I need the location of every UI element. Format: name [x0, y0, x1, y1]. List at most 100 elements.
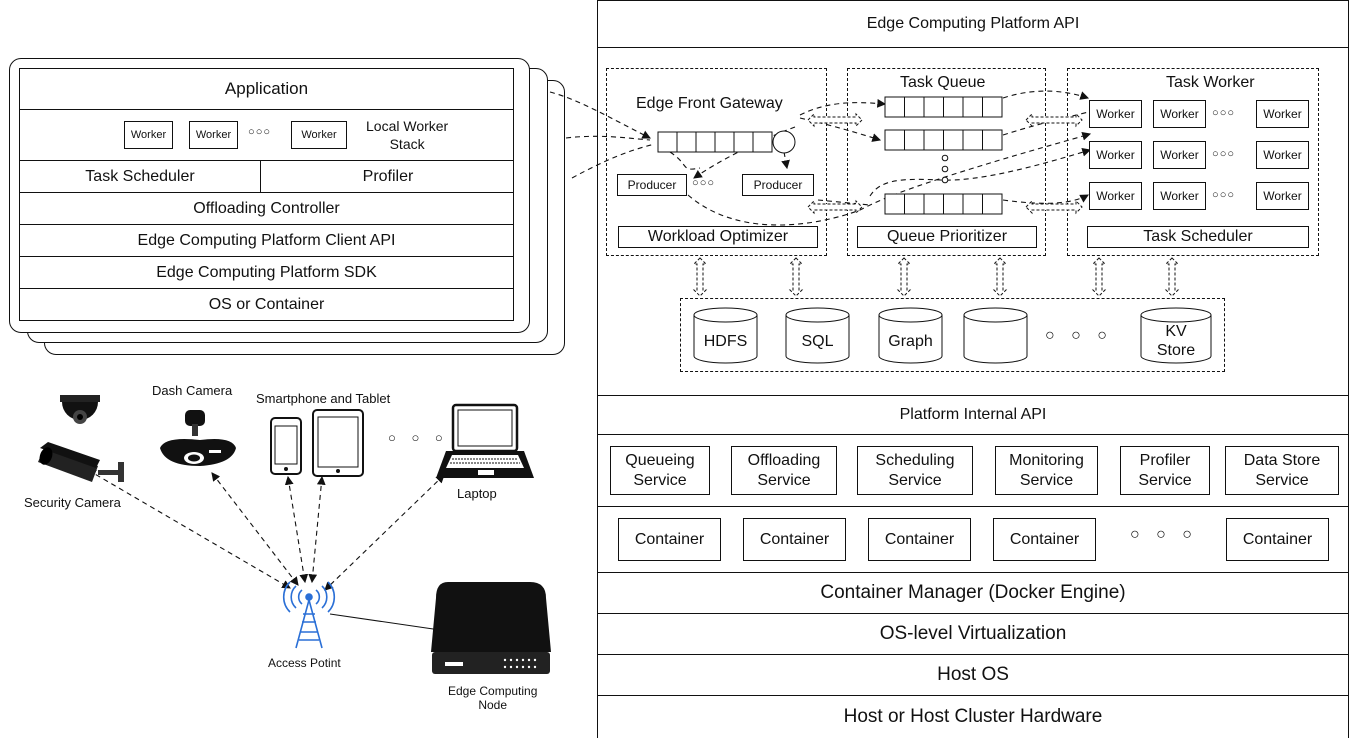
- client-profiler: Profiler: [362, 167, 414, 185]
- local-worker-ellipsis: ○ ○ ○: [248, 126, 270, 138]
- task-worker-label: Task Worker: [1166, 74, 1255, 91]
- server-frame: [597, 0, 1349, 738]
- queue-slot: [676, 131, 697, 153]
- bidirectional-arrow: [807, 112, 863, 128]
- internal-api-layer: Platform Internal API: [597, 395, 1349, 435]
- application-label: Application: [224, 79, 309, 98]
- server-task-scheduler: Task Scheduler: [1087, 226, 1309, 248]
- queue-prioritizer: Queue Prioritizer: [857, 226, 1037, 248]
- worker-box: Worker: [1256, 141, 1309, 169]
- scheduler-profiler-row: Task Scheduler Profiler: [20, 160, 513, 192]
- producer-box: Producer: [617, 174, 687, 196]
- container-manager-layer: Container Manager (Docker Engine): [597, 572, 1349, 613]
- data-store-label: SQL: [801, 332, 834, 350]
- tablet-icon: [312, 409, 364, 477]
- client-inner-stack: Application Worker Worker ○ ○ ○ Worker L…: [19, 68, 514, 321]
- bidirectional-arrow: [992, 257, 1008, 297]
- worker-box: Worker: [1256, 182, 1309, 210]
- smartphone-tablet-label: Smartphone and Tablet: [256, 391, 391, 406]
- queue-slot: [982, 129, 1003, 151]
- bidirectional-arrow: [1025, 112, 1083, 128]
- queue-slot: [904, 96, 925, 118]
- store-ellipsis: ○ ○ ○: [1045, 327, 1113, 344]
- queue-slot: [695, 131, 716, 153]
- producer-box: Producer: [742, 174, 814, 196]
- device-ellipsis: ○ ○ ○: [388, 430, 449, 445]
- data-store-cylinder: HDFS: [693, 307, 758, 364]
- laptop-icon: [436, 403, 534, 478]
- worker-box: Worker: [1153, 100, 1206, 128]
- bidirectional-arrow: [896, 257, 912, 297]
- local-worker-box: Worker: [291, 121, 347, 149]
- queue-slot: [884, 96, 905, 118]
- data-store-cylinder: KV Store: [1140, 307, 1212, 364]
- client-link-arc: [571, 143, 656, 179]
- queue-slot: [943, 129, 964, 151]
- gateway-dispatcher-circle: [772, 130, 796, 154]
- application-layer: Application: [20, 69, 513, 109]
- queue-slot: [714, 131, 735, 153]
- local-worker-row: Worker Worker ○ ○ ○ Worker Local Worker …: [20, 109, 513, 160]
- queue-slot: [982, 96, 1003, 118]
- client-link-arc: [565, 135, 651, 141]
- container-box: Container: [993, 518, 1096, 561]
- queue-slot: [943, 96, 964, 118]
- queue-slot: [962, 193, 983, 215]
- service-box: Queueing Service: [610, 446, 710, 495]
- queue-slot: [943, 193, 964, 215]
- task-worker-group: [1067, 68, 1319, 256]
- workload-optimizer: Workload Optimizer: [618, 226, 818, 248]
- container-ellipsis: ○ ○ ○: [1130, 526, 1198, 543]
- data-store-label: [963, 321, 1028, 361]
- bidirectional-arrow: [1025, 199, 1083, 215]
- queue-slot: [884, 129, 905, 151]
- producer-ellipsis: ○ ○ ○: [692, 177, 714, 189]
- hardware-layer: Host or Host Cluster Hardware: [597, 695, 1349, 738]
- queue-slot: [884, 193, 905, 215]
- bidirectional-arrow: [1091, 257, 1107, 297]
- security-camera-icon: [38, 395, 124, 482]
- client-os: OS or Container: [20, 288, 513, 321]
- queue-slot: [752, 131, 773, 153]
- client-link-arc: [549, 91, 651, 139]
- services-separator: [597, 506, 1349, 507]
- local-worker-stack-label: Local Worker Stack: [366, 118, 449, 152]
- client-task-scheduler: Task Scheduler: [20, 161, 261, 192]
- dash-camera-label: Dash Camera: [152, 383, 233, 398]
- os-virtualization-layer: OS-level Virtualization: [597, 613, 1349, 654]
- smartphone-icon: [270, 417, 302, 475]
- data-store-cylinder: SQL: [785, 307, 850, 364]
- host-os-layer: Host OS: [597, 654, 1349, 695]
- worker-ellipsis: ○ ○ ○: [1212, 148, 1234, 160]
- worker-box: Worker: [1153, 182, 1206, 210]
- container-box: Container: [1226, 518, 1329, 561]
- data-store-label: KV Store: [1156, 323, 1196, 359]
- queue-slot: [923, 193, 944, 215]
- service-box: Offloading Service: [731, 446, 837, 495]
- queue-slot: [962, 129, 983, 151]
- edge-node-label: Edge Computing Node: [448, 684, 538, 712]
- offloading-controller: Offloading Controller: [20, 192, 513, 224]
- service-box: Monitoring Service: [995, 446, 1098, 495]
- task-queue-label: Task Queue: [900, 74, 986, 91]
- bidirectional-arrow: [692, 257, 708, 297]
- local-worker-box: Worker: [124, 121, 173, 149]
- ap-node-link: [329, 613, 441, 631]
- access-point-label: Access Potint: [268, 656, 341, 670]
- container-box: Container: [868, 518, 971, 561]
- data-store-label: HDFS: [703, 332, 748, 350]
- queue-slot: [904, 193, 925, 215]
- client-api: Edge Computing Platform Client API: [20, 224, 513, 256]
- queue-slot: [904, 129, 925, 151]
- data-store-cylinder: [963, 307, 1028, 364]
- worker-box: Worker: [1153, 141, 1206, 169]
- edge-front-gateway-label: Edge Front Gateway: [636, 95, 783, 112]
- worker-box: Worker: [1089, 182, 1142, 210]
- worker-ellipsis: ○ ○ ○: [1212, 189, 1234, 201]
- platform-api-layer: Edge Computing Platform API: [597, 0, 1349, 48]
- queue-slot: [923, 96, 944, 118]
- data-store-label: Graph: [888, 332, 933, 350]
- worker-box: Worker: [1256, 100, 1309, 128]
- dash-camera-icon: [160, 410, 236, 466]
- access-point-icon: [282, 581, 336, 649]
